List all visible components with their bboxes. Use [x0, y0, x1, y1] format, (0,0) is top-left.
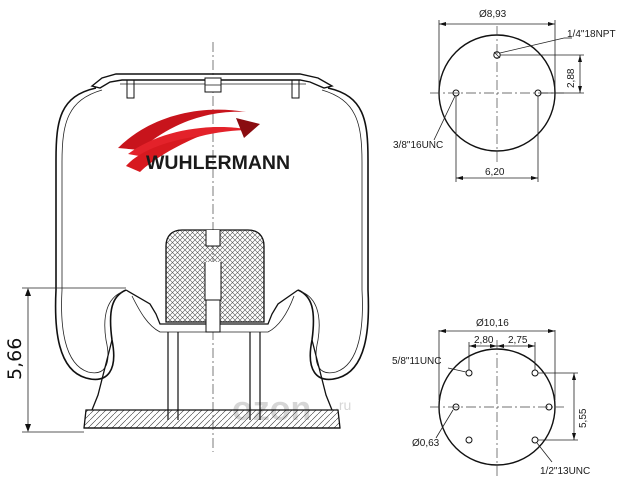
bottom-hole-6: [545, 403, 553, 411]
logo-swoosh-1: [118, 109, 246, 150]
bottom-hole-3: [452, 403, 460, 411]
center-bolt: [205, 299, 221, 333]
stud-thread-label: 3/8"16UNC: [393, 140, 443, 151]
bottom-hole-2: [531, 369, 539, 377]
vertical-spacing-label: 5,55: [578, 408, 589, 428]
lower-thread-label: 1/2"13UNC: [540, 466, 590, 477]
bottom-plate-view: Ø10,16 2,80 2,75 5/8"11UNC 5,55 Ø0,63 1/…: [392, 318, 590, 477]
spacing-right-label: 2,75: [508, 335, 528, 346]
bottom-hole-4: [465, 436, 473, 444]
bottom-hole-5: [531, 436, 539, 444]
bottom-diameter-label: Ø10,16: [476, 318, 509, 329]
logo-arrow: [236, 118, 260, 138]
bellows-outer: [54, 87, 127, 381]
top-bead-plate: [90, 73, 334, 89]
brand-name: WUHLERMANN: [146, 152, 290, 174]
top-plate-view: Ø8,93 1/4"18NPT 2,88 6,20 3/8"16UNC: [393, 9, 616, 182]
watermark-suffix: .ru: [335, 397, 351, 413]
air-fitting-label: 1/4"18NPT: [567, 29, 616, 40]
top-diameter-label: Ø8,93: [479, 9, 507, 20]
right-clip: [291, 80, 300, 99]
height-label: 5,66: [4, 338, 26, 380]
offset-label: 2,88: [566, 68, 577, 88]
height-dimension: 5,66: [4, 287, 126, 433]
stud-spacing-label: 6,20: [485, 167, 505, 178]
spacing-left-label: 2,80: [474, 335, 494, 346]
left-clip: [126, 80, 135, 99]
side-view: 5,66: [4, 42, 370, 452]
brand-logo: WUHLERMANN: [118, 109, 290, 174]
hole-diameter-label: Ø0,63: [412, 438, 440, 449]
bottom-hole-1: [465, 369, 473, 377]
upper-thread-label: 5/8"11UNC: [392, 356, 442, 367]
base-plate: [83, 409, 341, 429]
